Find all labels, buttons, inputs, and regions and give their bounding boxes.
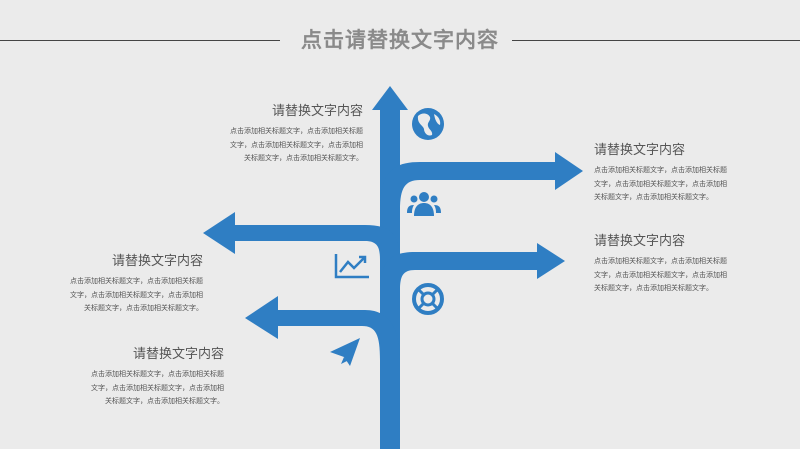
block-line: 关标题文字，点击添加相关标题文字。	[84, 304, 203, 312]
block-heading: 请替换文字内容	[132, 347, 224, 362]
block-line: 关标题文字，点击添加相关标题文字。	[244, 154, 363, 162]
lifebuoy-icon	[412, 283, 444, 315]
block-line: 点击添加相关标题文字，点击添加相关标题	[594, 166, 727, 174]
block-heading: 请替换文字内容	[594, 143, 686, 158]
block-line: 关标题文字，点击添加相关标题文字。	[594, 284, 713, 292]
block-line: 文字，点击添加相关标题文字，点击添加相	[230, 140, 363, 149]
block-heading: 请替换文字内容	[111, 254, 203, 269]
text-block-3: 请替换文字内容 点击添加相关标题文字，点击添加相关标题 文字，点击添加相关标题文…	[55, 250, 203, 316]
block-line: 文字，点击添加相关标题文字，点击添加相	[70, 290, 203, 299]
block-line: 文字，点击添加相关标题文字，点击添加相	[594, 179, 727, 188]
title-rule-left	[0, 40, 280, 41]
block-line: 文字，点击添加相关标题文字，点击添加相	[594, 270, 727, 279]
users-icon	[407, 192, 441, 216]
block-line: 点击添加相关标题文字，点击添加相关标题	[91, 370, 224, 378]
text-block-2: 请替换文字内容 点击添加相关标题文字，点击添加相关标题 文字，点击添加相关标题文…	[594, 139, 744, 205]
branch-right-upper	[380, 152, 583, 210]
title-rule-right	[512, 40, 800, 41]
block-line: 点击添加相关标题文字，点击添加相关标题	[594, 257, 727, 265]
block-heading: 请替换文字内容	[271, 104, 363, 119]
block-heading: 请替换文字内容	[594, 234, 686, 249]
text-block-4: 请替换文字内容 点击添加相关标题文字，点击添加相关标题 文字，点击添加相关标题文…	[594, 230, 744, 296]
block-line: 关标题文字，点击添加相关标题文字。	[594, 193, 713, 201]
text-block-5: 请替换文字内容 点击添加相关标题文字，点击添加相关标题 文字，点击添加相关标题文…	[76, 343, 224, 409]
branch-left-lower	[245, 296, 400, 360]
chart-icon	[334, 254, 369, 279]
block-line: 点击添加相关标题文字，点击添加相关标题	[230, 127, 363, 135]
paper-plane-icon	[330, 338, 360, 366]
block-line: 关标题文字，点击添加相关标题文字。	[105, 397, 224, 405]
block-line: 点击添加相关标题文字，点击添加相关标题	[70, 277, 203, 285]
text-block-1: 请替换文字内容 点击添加相关标题文字，点击添加相关标题 文字，点击添加相关标题文…	[215, 100, 363, 166]
block-line: 文字，点击添加相关标题文字，点击添加相	[91, 383, 224, 392]
globe-icon	[412, 108, 444, 140]
branch-right-lower	[380, 243, 565, 290]
page-title: 点击请替换文字内容	[301, 28, 499, 52]
branch-left	[203, 212, 400, 260]
